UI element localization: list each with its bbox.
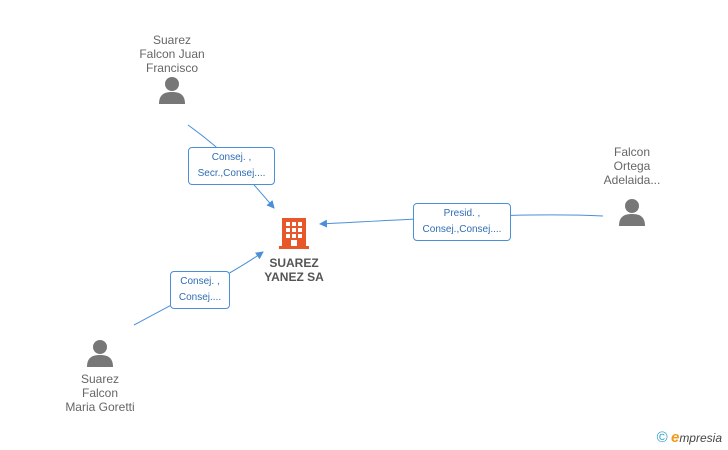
person-name-line: Falcon bbox=[613, 145, 651, 159]
person-name-line: Maria Goretti bbox=[65, 400, 135, 414]
footer-brand[interactable]: © empresia bbox=[657, 429, 722, 446]
person-name-line: Falcon Juan bbox=[139, 47, 205, 61]
edge-label-p1[interactable]: Consej. , Secr.,Consej.... bbox=[188, 147, 275, 185]
person-node-falcon-ortega-adelaida[interactable]: Falcon Ortega Adelaida... bbox=[590, 145, 674, 227]
edge-label-p3[interactable]: Consej. , Consej.... bbox=[170, 271, 230, 309]
person-icon bbox=[159, 77, 185, 104]
person-name-line: Falcon bbox=[81, 386, 119, 400]
person-name-line: Ortega bbox=[613, 159, 651, 173]
person-name-line: Francisco bbox=[145, 61, 198, 75]
edge-label-line: Consej.,Consej.... bbox=[422, 224, 502, 235]
edge-label-line: Secr.,Consej.... bbox=[197, 168, 266, 179]
person-node-suarez-falcon-juan-francisco[interactable]: Suarez Falcon Juan Francisco bbox=[122, 33, 222, 105]
brand-initial: e bbox=[670, 429, 680, 446]
edge-label-line: Consej.... bbox=[178, 292, 222, 303]
person-name-line: Suarez bbox=[80, 372, 120, 386]
company-name-line: YANEZ SA bbox=[264, 270, 324, 284]
brand-logo: empresia bbox=[670, 429, 722, 446]
person-name-line: Adelaida... bbox=[603, 173, 661, 187]
building-icon bbox=[279, 218, 309, 249]
brand-name: mpresia bbox=[679, 431, 722, 445]
person-icon bbox=[87, 340, 113, 367]
edge-label-p2[interactable]: Presid. , Consej.,Consej.... bbox=[413, 203, 511, 241]
person-name-line: Suarez bbox=[152, 33, 192, 47]
edge-label-line: Consej. , bbox=[180, 276, 220, 287]
person-icon bbox=[619, 199, 645, 226]
company-node-suarez-yanez-sa[interactable]: SUAREZ YANEZ SA bbox=[252, 216, 336, 284]
person-node-suarez-falcon-maria-goretti[interactable]: Suarez Falcon Maria Goretti bbox=[52, 338, 148, 414]
copyright-icon: © bbox=[656, 429, 668, 446]
company-name-line: SUAREZ bbox=[269, 256, 319, 270]
edge-label-line: Consej. , bbox=[211, 152, 252, 163]
edge-label-line: Presid. , bbox=[443, 208, 481, 219]
